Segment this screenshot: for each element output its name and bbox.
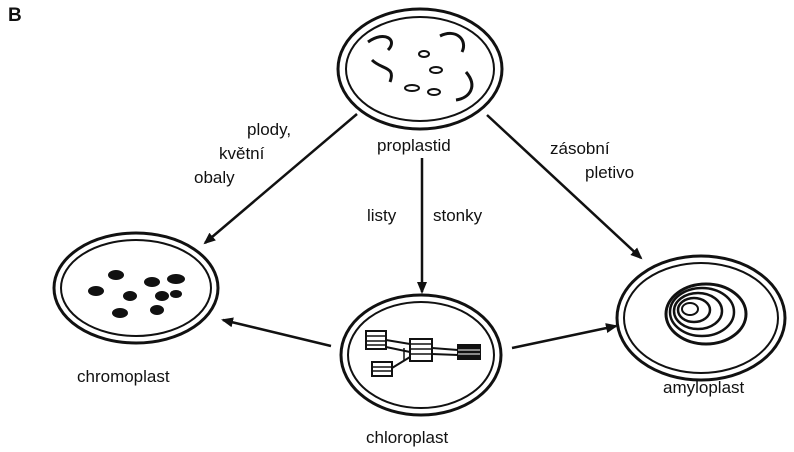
arrow-proplastid-to-chromoplast: [203, 113, 358, 245]
granum-stack: [457, 344, 481, 360]
arrow-proplastid-to-amyloplast: [486, 114, 643, 260]
pigment-globule: [123, 291, 137, 301]
edge-label-stonky: stonky: [433, 206, 483, 225]
amyloplast-label: amyloplast: [663, 378, 745, 397]
stroma-lamella: [431, 353, 459, 356]
granum-stack: [409, 338, 433, 362]
stroma-lamella: [385, 339, 411, 345]
granum-stack: [365, 330, 387, 350]
pigment-globule: [108, 270, 124, 280]
arrow-chloroplast-to-amyloplast: [511, 323, 618, 350]
pigment-globule: [112, 308, 128, 318]
pigment-globule: [144, 277, 160, 287]
edge-label-kvetni: květní: [219, 144, 265, 163]
chloroplast-label: chloroplast: [366, 428, 449, 447]
stroma-lamella: [391, 356, 411, 369]
amyloplast-organelle: [615, 254, 787, 382]
pigment-globule: [170, 290, 182, 298]
chromoplast-organelle: [52, 231, 220, 345]
pigment-globule: [155, 291, 169, 301]
edge-label-pletivo: pletivo: [585, 163, 635, 182]
arrow-chloroplast-to-chromoplast: [221, 317, 332, 348]
stroma-lamella: [431, 347, 459, 351]
edge-label-zasobni: zásobní: [550, 139, 610, 158]
edge-label-listy: listy: [367, 206, 397, 225]
chloroplast-organelle: [339, 293, 503, 417]
pigment-globule: [167, 274, 185, 284]
granum-stack: [371, 361, 393, 377]
edge-label-obaly: obaly: [194, 168, 235, 187]
proplastid-label: proplastid: [377, 136, 451, 155]
starch-granule: [664, 282, 748, 346]
pigment-globule: [88, 286, 104, 296]
proplastid-organelle: [336, 7, 504, 131]
pigment-globule: [150, 305, 164, 315]
panel-label: B: [8, 5, 22, 26]
chromoplast-label: chromoplast: [77, 367, 170, 386]
edge-label-plody: plody,: [247, 120, 292, 139]
stroma-lamella: [385, 346, 411, 353]
